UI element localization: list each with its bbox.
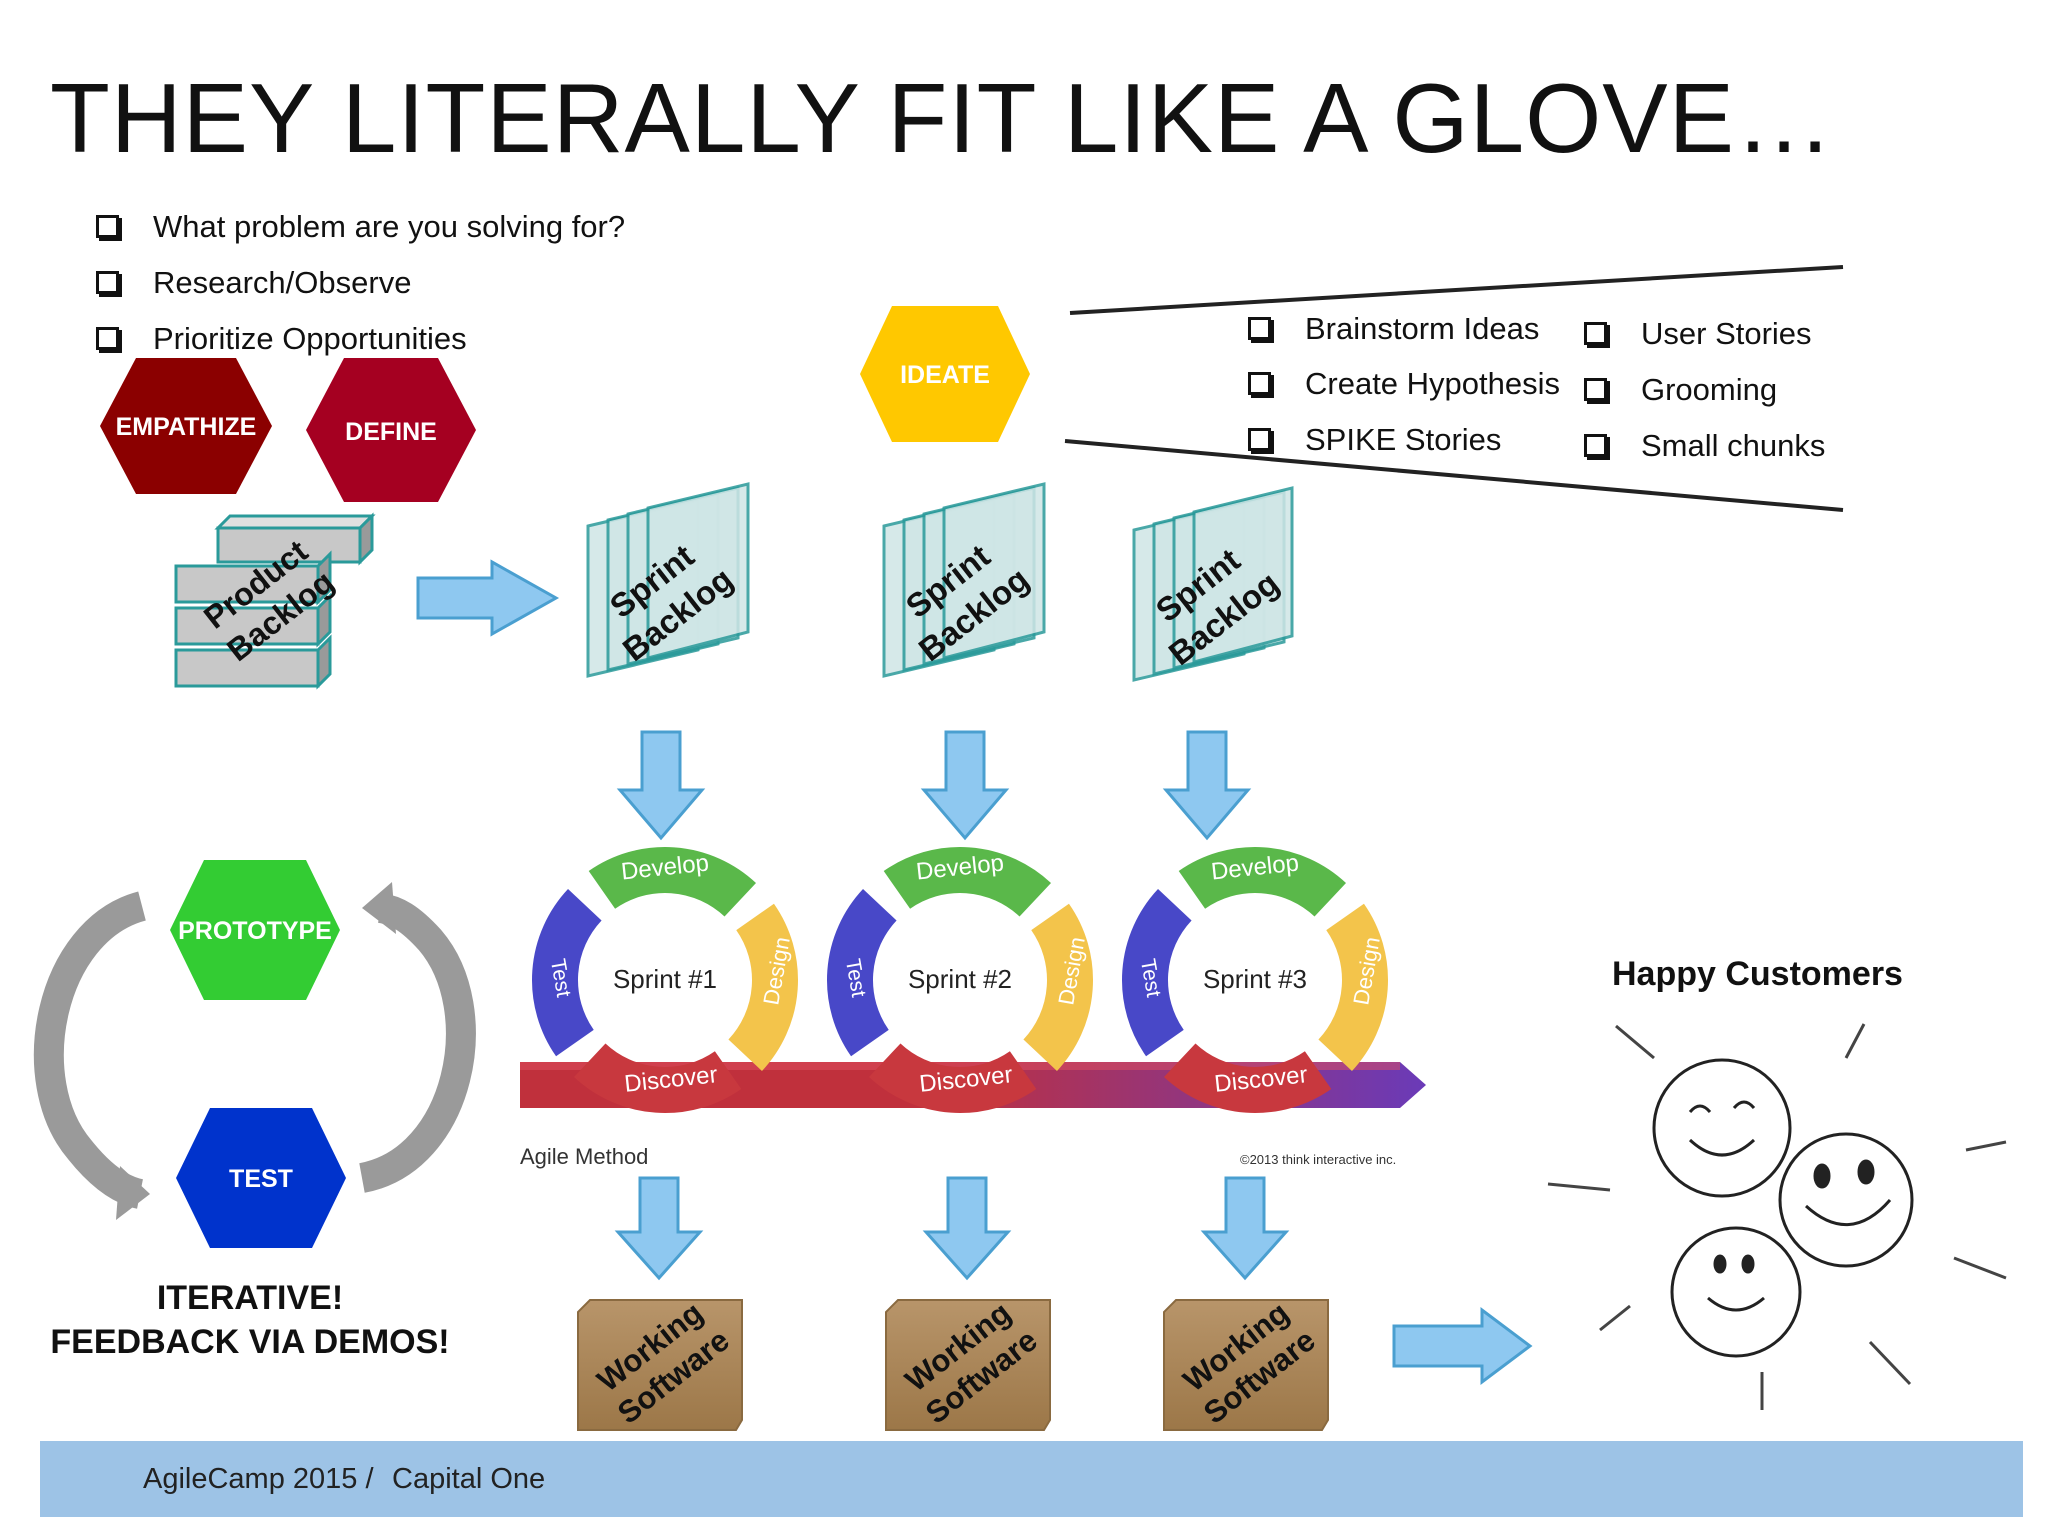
- sprint-number-label: Sprint #1: [612, 964, 718, 994]
- slide-title: THEY LITERALLY FIT LIKE A GLOVE…: [50, 63, 1835, 173]
- checklist-item: Grooming: [1584, 372, 1777, 408]
- sprint-backlog-stack: [1132, 486, 1294, 682]
- wedge-top-line: [1069, 265, 1844, 315]
- smiley-face-icon: [1670, 1226, 1802, 1358]
- right-arrow-icon: [1392, 1307, 1533, 1385]
- working-software-box: [885, 1299, 1051, 1431]
- checklist-item: What problem are you solving for?: [96, 209, 625, 245]
- iterative-caption: ITERATIVE! FEEDBACK VIA DEMOS!: [50, 1279, 450, 1361]
- sprint-wheel: [827, 847, 1093, 1113]
- right-arrow-icon: [416, 559, 560, 637]
- checkbox-icon: [1584, 434, 1607, 457]
- ideate-label: IDEATE: [900, 361, 990, 389]
- checkbox-icon: [1584, 322, 1607, 345]
- checkbox-icon: [1248, 372, 1271, 395]
- empathize-label: EMPATHIZE: [115, 413, 257, 441]
- down-arrow-icon: [1162, 730, 1252, 841]
- test-hexagon: [176, 1108, 346, 1248]
- define-hexagon: [306, 358, 476, 502]
- cycle-arrow-left-icon: [33, 891, 147, 1209]
- test-label: TEST: [229, 1165, 293, 1193]
- sun-rays: [1547, 1023, 2007, 1410]
- wedge-bottom-line: [1064, 439, 1844, 512]
- checkbox-icon: [1584, 378, 1607, 401]
- smiley-face-icon: [1778, 1132, 1914, 1268]
- prototype-label: PROTOTYPE: [178, 917, 332, 945]
- down-arrow-icon: [1200, 1176, 1290, 1281]
- checklist-item: Brainstorm Ideas: [1248, 311, 1539, 347]
- checklist-item: User Stories: [1584, 316, 1812, 352]
- down-arrow-icon: [616, 730, 706, 841]
- checklist-item: Create Hypothesis: [1248, 366, 1560, 402]
- copyright-label: ©2013 think interactive inc.: [1240, 1152, 1397, 1167]
- sprint-backlog-stack: [586, 482, 750, 678]
- checklist-item: Prioritize Opportunities: [96, 321, 467, 357]
- cycle-arrow-right-icon: [358, 893, 476, 1193]
- happy-customers-label: Happy Customers: [1612, 955, 1903, 993]
- checkbox-icon: [1248, 428, 1271, 451]
- checkbox-icon: [96, 215, 119, 238]
- checklist-item: Small chunks: [1584, 428, 1825, 464]
- footer-bar: [40, 1441, 2023, 1517]
- sprint-number-label: Sprint #3: [1202, 964, 1308, 994]
- empathize-hexagon: [100, 358, 272, 494]
- sprint-number-label: Sprint #2: [907, 964, 1013, 994]
- sprint-wheel: [1122, 847, 1388, 1113]
- working-software-box: [1163, 1299, 1329, 1431]
- working-software-box: [577, 1299, 743, 1431]
- sprint-wheel: [531, 846, 798, 1113]
- checkbox-icon: [96, 327, 119, 350]
- checklist-item: SPIKE Stories: [1248, 422, 1501, 458]
- footer-event: AgileCamp 2015 /: [143, 1463, 374, 1495]
- checkbox-icon: [1248, 317, 1271, 340]
- define-label: DEFINE: [345, 418, 437, 446]
- product-backlog-stack: [174, 512, 376, 690]
- agile-method-label: Agile Method: [520, 1144, 649, 1169]
- footer-company: Capital One: [392, 1463, 546, 1495]
- down-arrow-icon: [920, 730, 1010, 841]
- prototype-hexagon: [170, 860, 340, 1000]
- checklist-item: Research/Observe: [96, 265, 411, 301]
- smiley-face-icon: [1652, 1058, 1792, 1198]
- ideate-hexagon: [860, 306, 1030, 442]
- down-arrow-icon: [614, 1176, 704, 1281]
- checkbox-icon: [96, 271, 119, 294]
- down-arrow-icon: [922, 1176, 1012, 1281]
- sprint-backlog-stack: [882, 482, 1046, 678]
